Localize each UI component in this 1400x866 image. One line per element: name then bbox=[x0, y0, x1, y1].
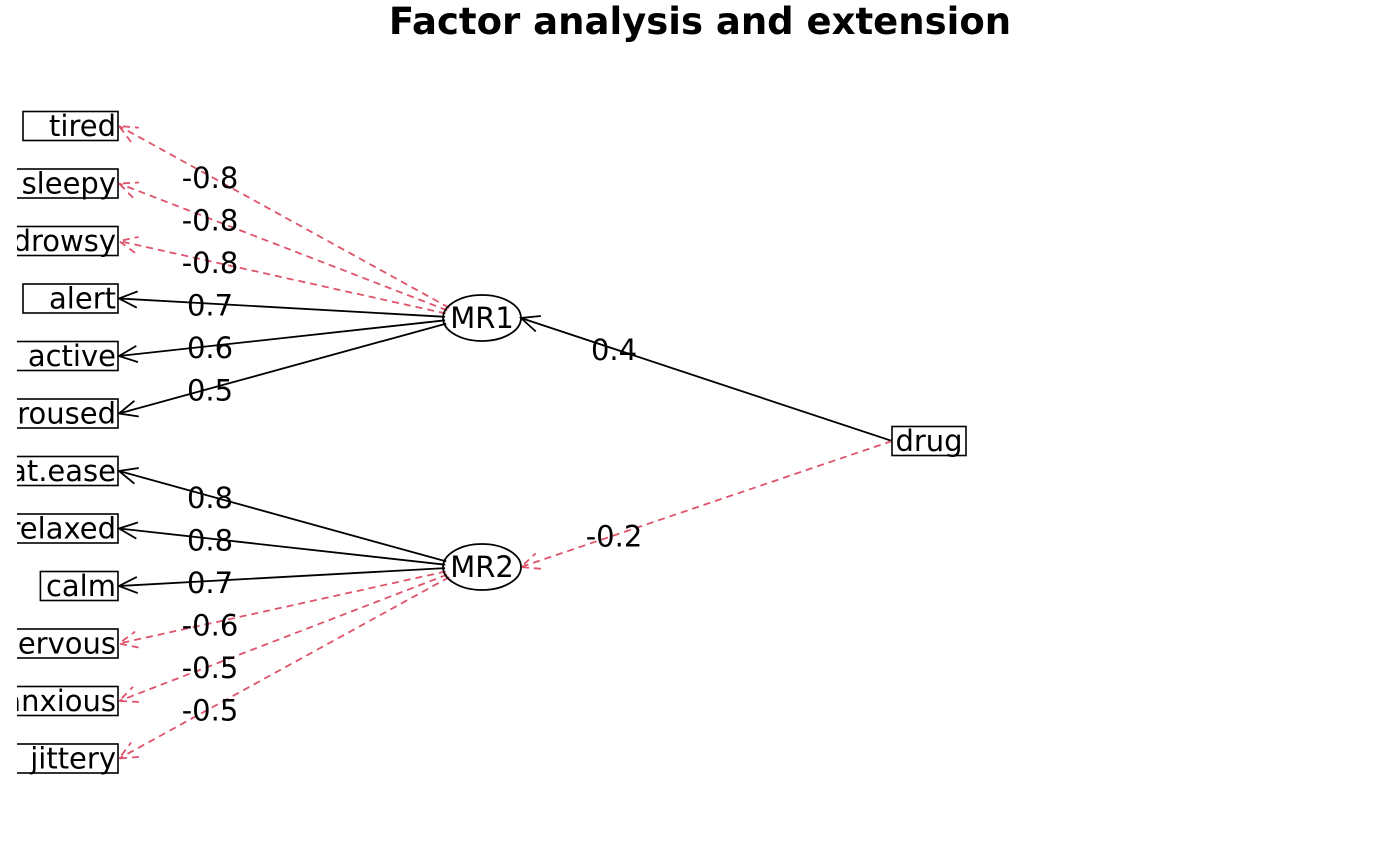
variable-label: tired bbox=[49, 109, 116, 143]
variable-node-calm: calm bbox=[39, 569, 119, 603]
loading-label: -0.5 bbox=[182, 651, 239, 685]
loading-label: -0.8 bbox=[182, 204, 239, 238]
variable-label: calm bbox=[46, 569, 116, 603]
edges-layer bbox=[116, 124, 893, 760]
variable-node-anxious: anxious bbox=[3, 684, 119, 718]
loading-edge bbox=[116, 290, 446, 318]
extension-edge bbox=[518, 440, 893, 570]
extension-node-drug: drug bbox=[891, 424, 967, 458]
loading-edge bbox=[116, 319, 446, 363]
variable-label: at.ease bbox=[9, 454, 116, 488]
variable-node-nervous: nervous bbox=[0, 627, 119, 661]
factor-node-mr2: MR2 bbox=[442, 543, 522, 591]
variable-node-tired: tired bbox=[22, 109, 119, 143]
loading-edge bbox=[116, 567, 446, 594]
variable-node-jittery: jittery bbox=[17, 742, 119, 776]
loading-label: 0.7 bbox=[187, 566, 233, 600]
loading-label: 0.8 bbox=[187, 524, 233, 558]
loading-edge bbox=[116, 181, 448, 312]
loading-edge bbox=[116, 521, 446, 566]
diagram-title: Factor analysis and extension bbox=[389, 0, 1011, 43]
loading-edge bbox=[116, 322, 447, 418]
loading-edge bbox=[117, 124, 450, 309]
edge-labels-layer: -0.8 -0.8 -0.8 0.7 0.6 0.5 0.8 0.8 0.7 -0.6 -0.5 -0… bbox=[182, 161, 643, 727]
loading-edge bbox=[116, 570, 446, 649]
loading-label: 0.8 bbox=[187, 481, 233, 515]
nodes-layer: tired sleepy drowsy alert active aroused at.ea… bbox=[0, 109, 967, 776]
factor-label: MR2 bbox=[450, 550, 514, 584]
variable-node-drowsy: drowsy bbox=[13, 224, 119, 258]
variable-label: relaxed bbox=[9, 512, 116, 546]
loading-label: -0.8 bbox=[182, 161, 239, 195]
variable-node-relaxed: relaxed bbox=[9, 512, 119, 546]
variable-label: nervous bbox=[0, 627, 116, 661]
loading-edge bbox=[116, 236, 446, 315]
extension-edge bbox=[518, 315, 893, 442]
variable-node-at-ease: at.ease bbox=[9, 454, 119, 488]
factor-node-mr1: MR1 bbox=[442, 294, 522, 342]
extension-label-text: drug bbox=[895, 424, 962, 458]
loading-edge bbox=[116, 573, 448, 703]
variable-label: sleepy bbox=[22, 167, 116, 201]
variable-label: drowsy bbox=[13, 224, 116, 258]
loading-label: 0.5 bbox=[187, 374, 233, 408]
loading-edge bbox=[116, 467, 447, 563]
variable-node-aroused: aroused bbox=[0, 397, 119, 431]
variable-label: alert bbox=[49, 282, 116, 316]
variable-node-alert: alert bbox=[22, 282, 119, 316]
factor-label: MR1 bbox=[450, 301, 514, 335]
extension-label: 0.4 bbox=[591, 333, 637, 367]
loading-label: 0.7 bbox=[187, 289, 233, 323]
variable-label: anxious bbox=[3, 684, 116, 718]
variable-label: jittery bbox=[29, 742, 116, 776]
loading-label: -0.5 bbox=[182, 694, 239, 728]
variable-label: aroused bbox=[0, 397, 116, 431]
loading-label: 0.6 bbox=[187, 331, 233, 365]
loading-label: -0.8 bbox=[182, 246, 239, 280]
variable-label: active bbox=[28, 339, 116, 373]
variable-node-active: active bbox=[17, 339, 119, 373]
loading-edge bbox=[117, 576, 450, 760]
extension-label: -0.2 bbox=[586, 519, 643, 553]
variable-node-sleepy: sleepy bbox=[17, 167, 119, 201]
loading-label: -0.6 bbox=[182, 608, 239, 642]
